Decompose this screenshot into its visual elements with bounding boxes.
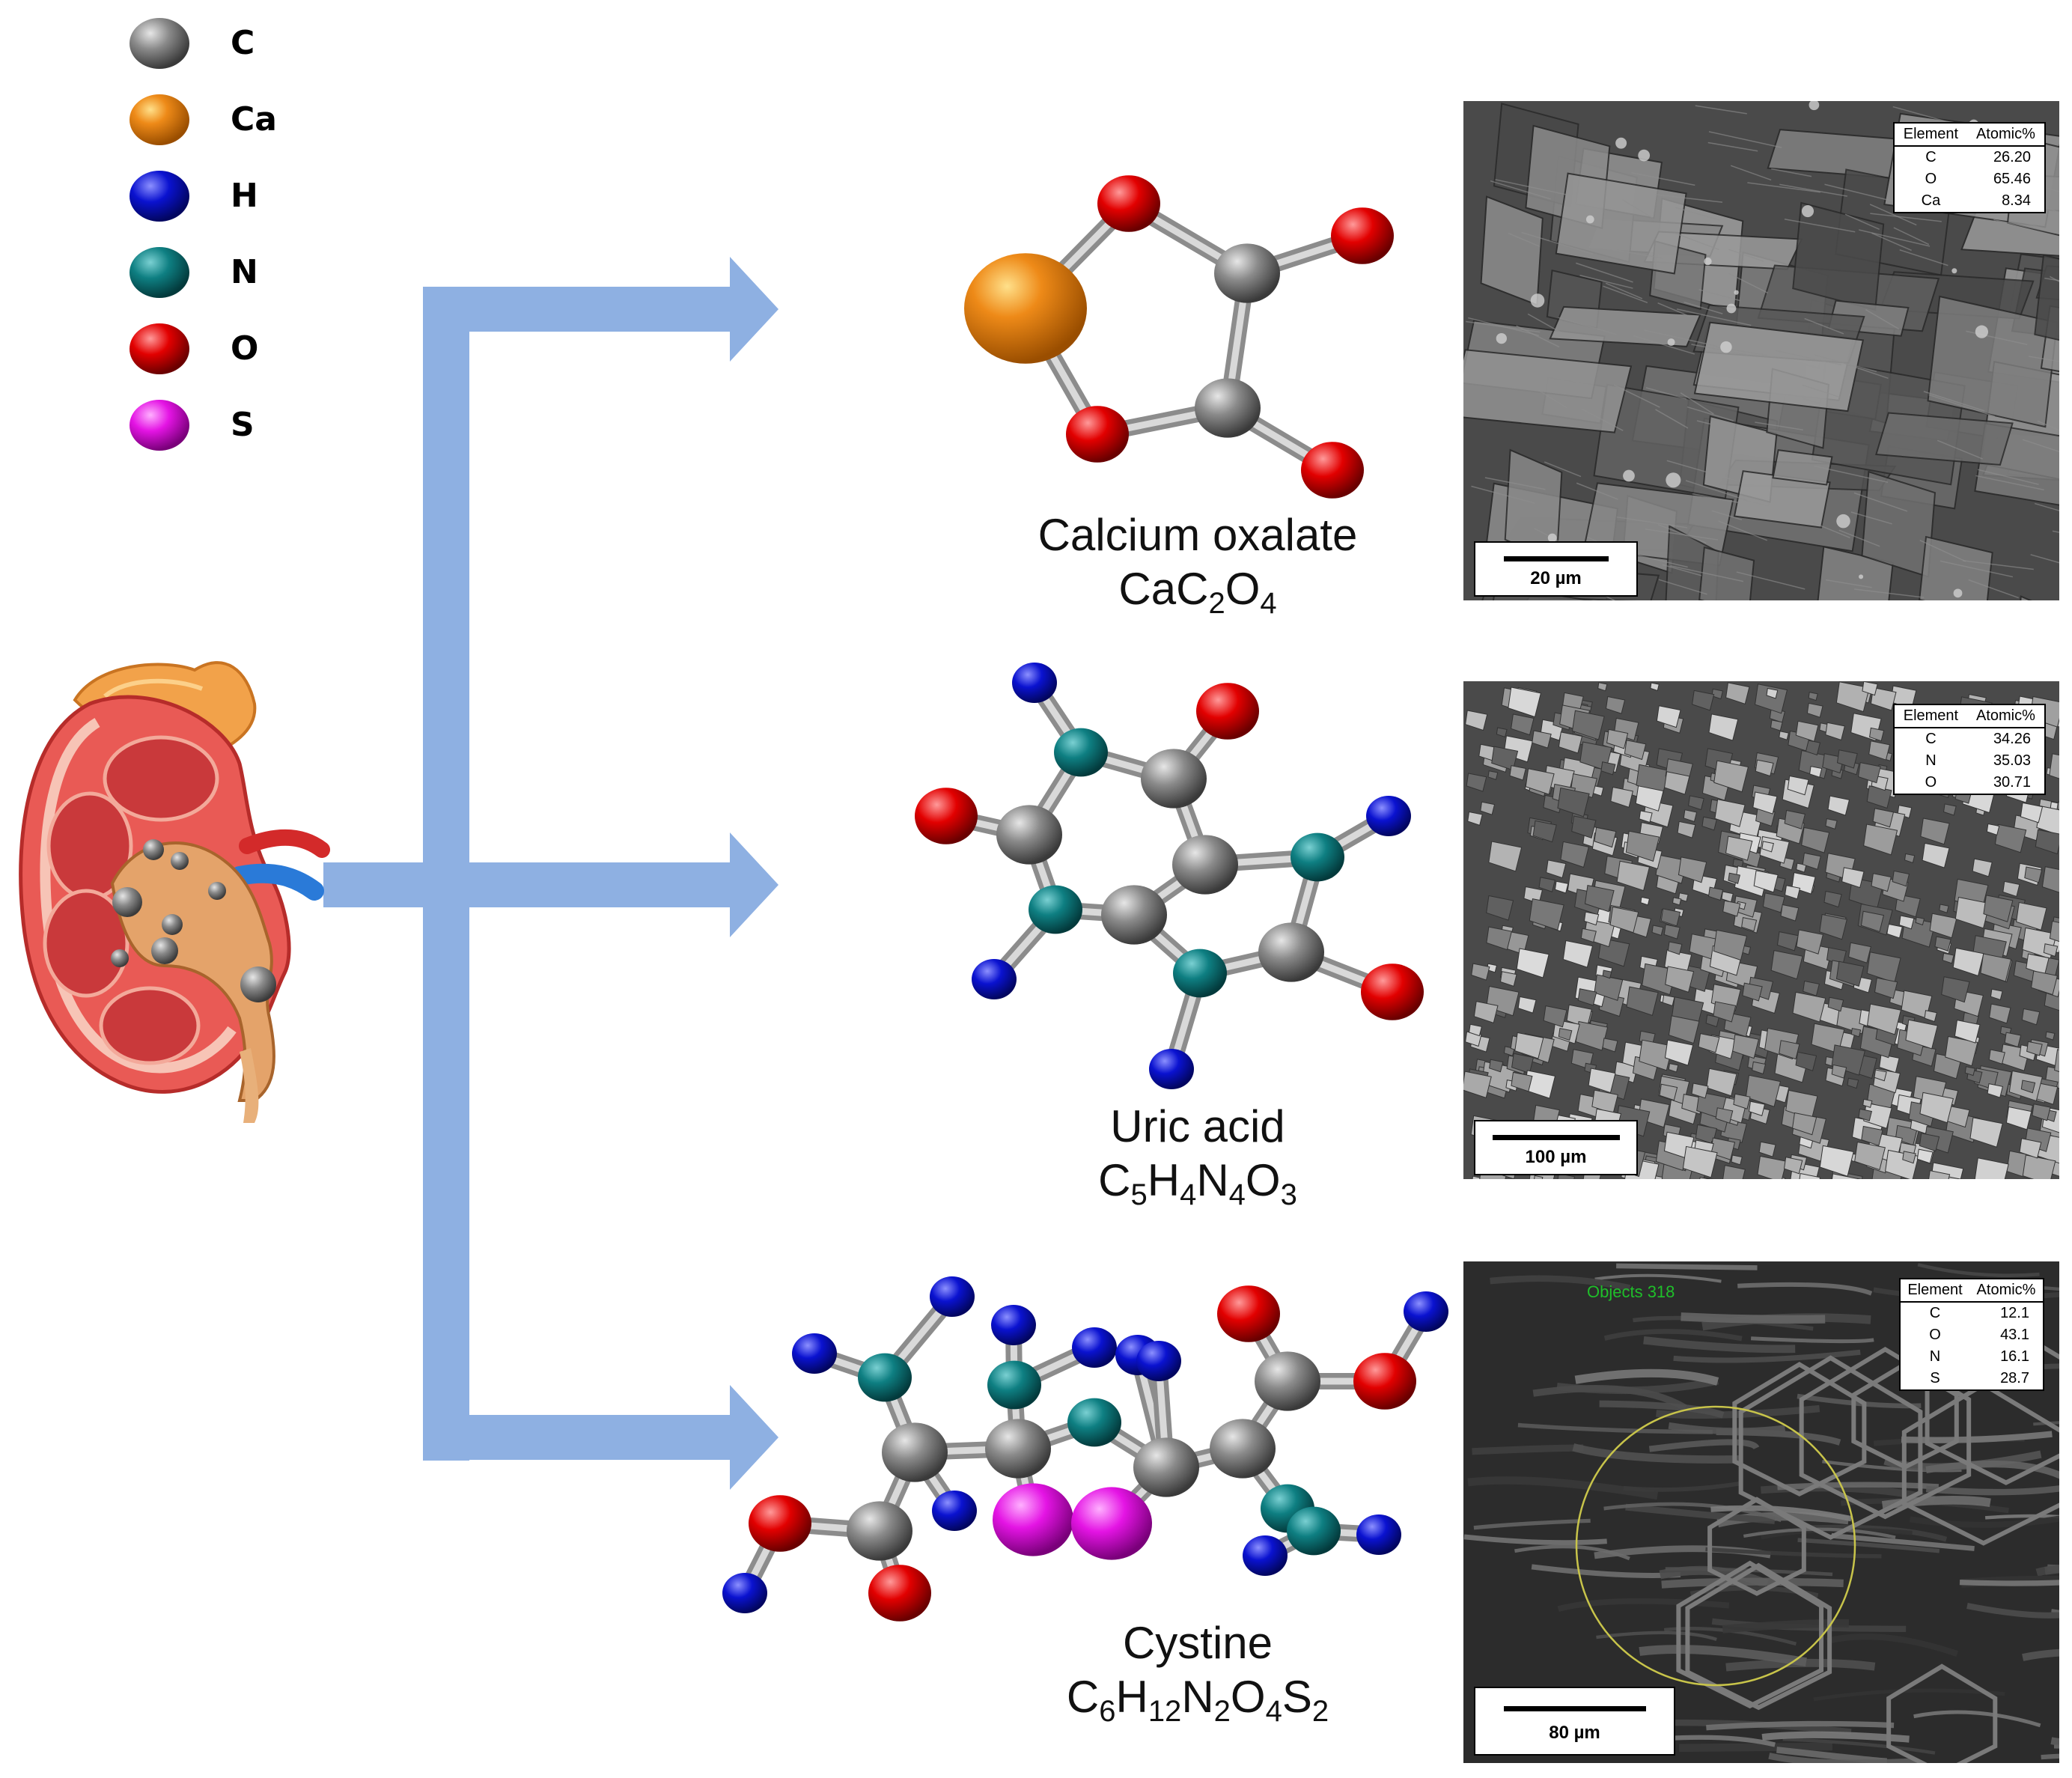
atom-h: [1404, 1291, 1448, 1332]
atom-o: [1066, 406, 1129, 463]
atom-h: [1072, 1327, 1117, 1368]
molecule-models: [722, 175, 1448, 1622]
atom-n: [987, 1360, 1041, 1410]
atom-o: [1217, 1285, 1280, 1342]
atom-n: [1067, 1398, 1121, 1447]
stone-name-calcium-oxalate: Calcium oxalate: [1037, 510, 1358, 560]
atom-h: [1366, 796, 1411, 836]
atom-o: [1196, 683, 1259, 740]
atom-h: [1149, 1049, 1194, 1089]
legend-spheres: [130, 18, 189, 451]
atom-s: [1071, 1487, 1152, 1560]
atom-o: [915, 788, 978, 844]
atom-n: [858, 1353, 912, 1402]
molecule-uric-acid: [915, 663, 1424, 1089]
atom-h: [991, 1305, 1036, 1345]
atom-o: [1331, 207, 1394, 264]
stone-name-uric-acid: Uric acid: [1110, 1101, 1285, 1151]
scale-bar: 100 µm: [1474, 1120, 1638, 1175]
overlay-objects-label: Objects 318: [1587, 1282, 1675, 1301]
legend-label-h: H: [231, 177, 258, 215]
arrow-calcium-oxalate-shaft: [423, 287, 737, 332]
atom-o: [1301, 442, 1364, 499]
atom-h: [1356, 1514, 1401, 1555]
atom-h: [972, 959, 1017, 999]
atom-c: [1133, 1437, 1199, 1497]
stone-name-cystine: Cystine: [1122, 1618, 1273, 1668]
atom-c: [1101, 885, 1167, 945]
atom-o: [1353, 1353, 1416, 1410]
legend-label-c: C: [231, 24, 255, 62]
atom-h: [1243, 1535, 1288, 1576]
atom-c: [1195, 378, 1261, 438]
atom-c: [996, 805, 1062, 865]
scale-bar: 80 µm: [1474, 1687, 1675, 1756]
legend-sphere-n: [130, 247, 189, 298]
atom-n: [1029, 885, 1082, 934]
legend-sphere-o: [130, 323, 189, 374]
atom-c: [1214, 243, 1280, 303]
atom-o: [749, 1495, 811, 1552]
formula-uric-acid: C5H4N4O3: [1098, 1155, 1297, 1211]
legend-sphere-c: [130, 18, 189, 69]
atom-s: [993, 1483, 1073, 1556]
formula-calcium-oxalate: CaC2O4: [1118, 564, 1277, 620]
atom-o: [1361, 963, 1424, 1020]
atom-c: [985, 1419, 1051, 1479]
legend-sphere-ca: [130, 94, 189, 145]
atom-ca: [964, 253, 1087, 364]
atom-o: [1097, 175, 1160, 232]
atom-n: [1173, 949, 1227, 998]
legend-sphere-h: [130, 171, 189, 222]
scale-bar: 20 µm: [1474, 541, 1638, 597]
atom-n: [1291, 832, 1344, 882]
atom-c: [847, 1501, 912, 1561]
atom-c: [1141, 749, 1207, 809]
atom-n: [1287, 1506, 1341, 1556]
legend-label-o: O: [231, 329, 259, 368]
atom-h: [1136, 1341, 1181, 1381]
formula-cystine: C6H12N2O4S2: [1066, 1672, 1329, 1728]
atom-h: [792, 1333, 837, 1374]
arrow-uric-acid-shaft: [423, 862, 737, 907]
arrow-calcium-oxalate-head: [730, 257, 778, 362]
atom-c: [1255, 1351, 1320, 1411]
legend-sphere-s: [130, 400, 189, 451]
atom-h: [930, 1276, 975, 1317]
atom-c: [1258, 922, 1324, 982]
arrow-uric-acid-head: [730, 832, 778, 937]
atom-c: [882, 1422, 948, 1482]
atom-h: [722, 1573, 767, 1613]
atom-c: [1172, 835, 1238, 895]
branching-arrows: [323, 257, 778, 1490]
kidney-stone-illustration: [19, 661, 330, 1123]
legend-label-ca: Ca: [231, 100, 277, 138]
legend-label-s: S: [231, 406, 255, 444]
atom-h: [1012, 663, 1057, 703]
atom-c: [1210, 1419, 1276, 1479]
atom-o: [868, 1565, 931, 1622]
atom-n: [1054, 728, 1108, 777]
molecule-cystine: [722, 1276, 1448, 1622]
atom-h: [932, 1491, 977, 1531]
arrow-cystine-head: [730, 1385, 778, 1490]
arrow-cystine-shaft: [423, 1415, 737, 1460]
molecule-calcium-oxalate: [964, 175, 1394, 499]
legend-label-n: N: [231, 253, 258, 291]
